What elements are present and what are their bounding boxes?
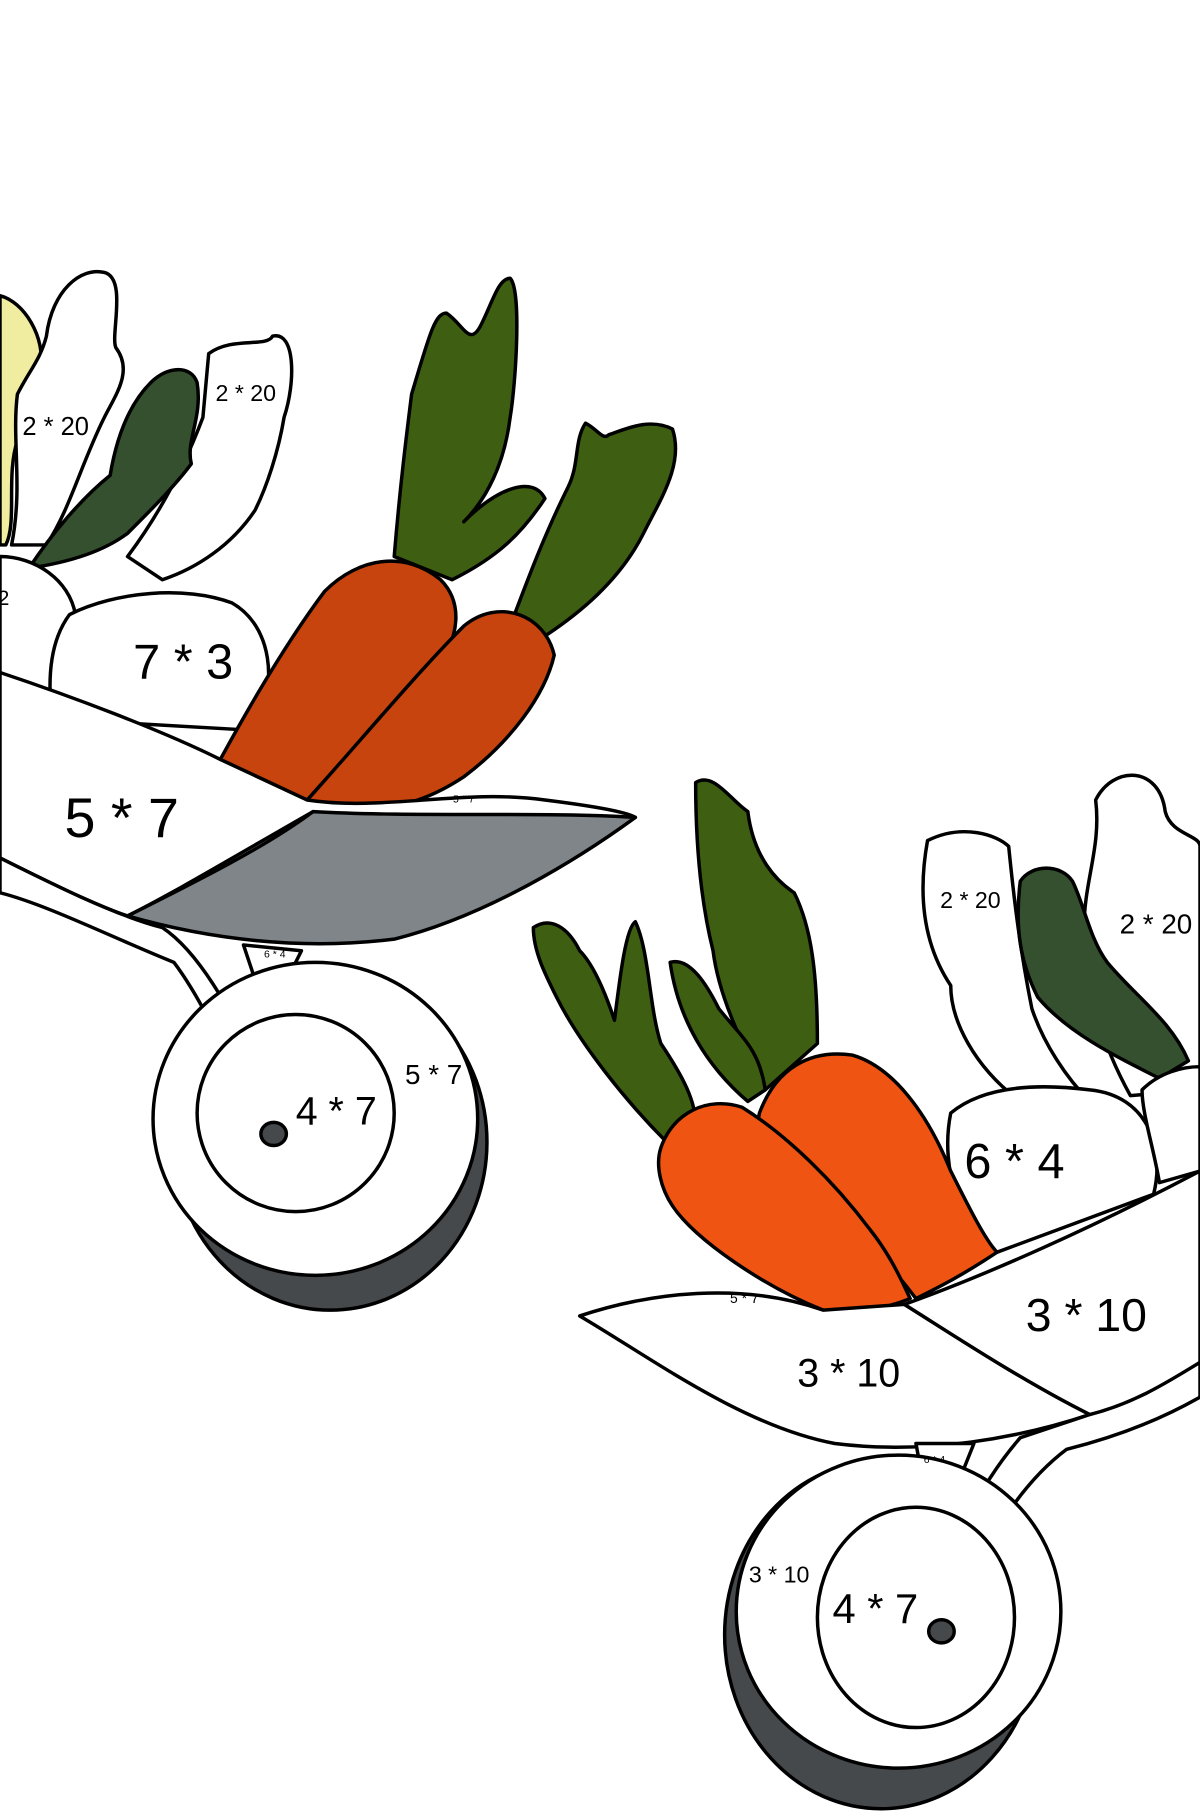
label: 3 * 10 <box>749 1562 810 1588</box>
label: 5 * 7 <box>453 794 475 805</box>
label: 6 * 4 <box>964 1135 1064 1189</box>
label: 4 * 7 <box>296 1090 377 1134</box>
label: 3 * 10 <box>1026 1289 1147 1341</box>
label: 5 * 7 <box>405 1059 462 1090</box>
label: 3 * 10 <box>797 1352 900 1396</box>
label: 5 * 7 <box>65 787 179 849</box>
carrot-leaves <box>668 959 767 1104</box>
axle <box>259 1120 289 1148</box>
label: 6 * 4 <box>264 950 286 961</box>
hub <box>815 1505 1017 1730</box>
label: 2 * 20 <box>22 413 89 441</box>
carrot-leaves <box>531 920 698 1144</box>
label: 7 * 3 <box>133 635 233 689</box>
carrot-leaves <box>508 421 678 646</box>
label: 2 * 20 <box>940 887 1001 913</box>
label: 4 * 7 <box>832 1585 918 1632</box>
left-wheelbarrow: 2 * 20 2 * 20 2 7 * 3 5 * 7 5 * 7 6 * 4 … <box>0 269 678 1312</box>
carrot-left <box>656 1102 912 1315</box>
carrot-right <box>305 609 556 814</box>
axle <box>926 1617 956 1645</box>
label: 2 * 20 <box>1120 908 1193 939</box>
wheelbarrow-tray-gray <box>125 809 638 946</box>
label: 2 <box>0 587 9 610</box>
dark-leaf <box>1016 866 1191 1081</box>
dark-leaf <box>27 368 200 570</box>
hub <box>195 1012 396 1214</box>
radish <box>1140 1064 1200 1185</box>
right-wheelbarrow: 2 * 20 2 * 20 6 * 4 5 * 7 3 * 10 3 * 10 … <box>531 773 1200 1811</box>
white-leaf <box>921 830 1092 1104</box>
label: 6 * 4 <box>924 1455 946 1466</box>
label: 2 * 20 <box>216 380 277 406</box>
carrot-leaves <box>693 778 820 1092</box>
white-leaf <box>9 269 126 547</box>
white-leaf <box>125 334 294 582</box>
label: 5 * 7 <box>730 1290 759 1306</box>
radish <box>48 591 271 733</box>
carrot-leaves <box>392 276 547 582</box>
